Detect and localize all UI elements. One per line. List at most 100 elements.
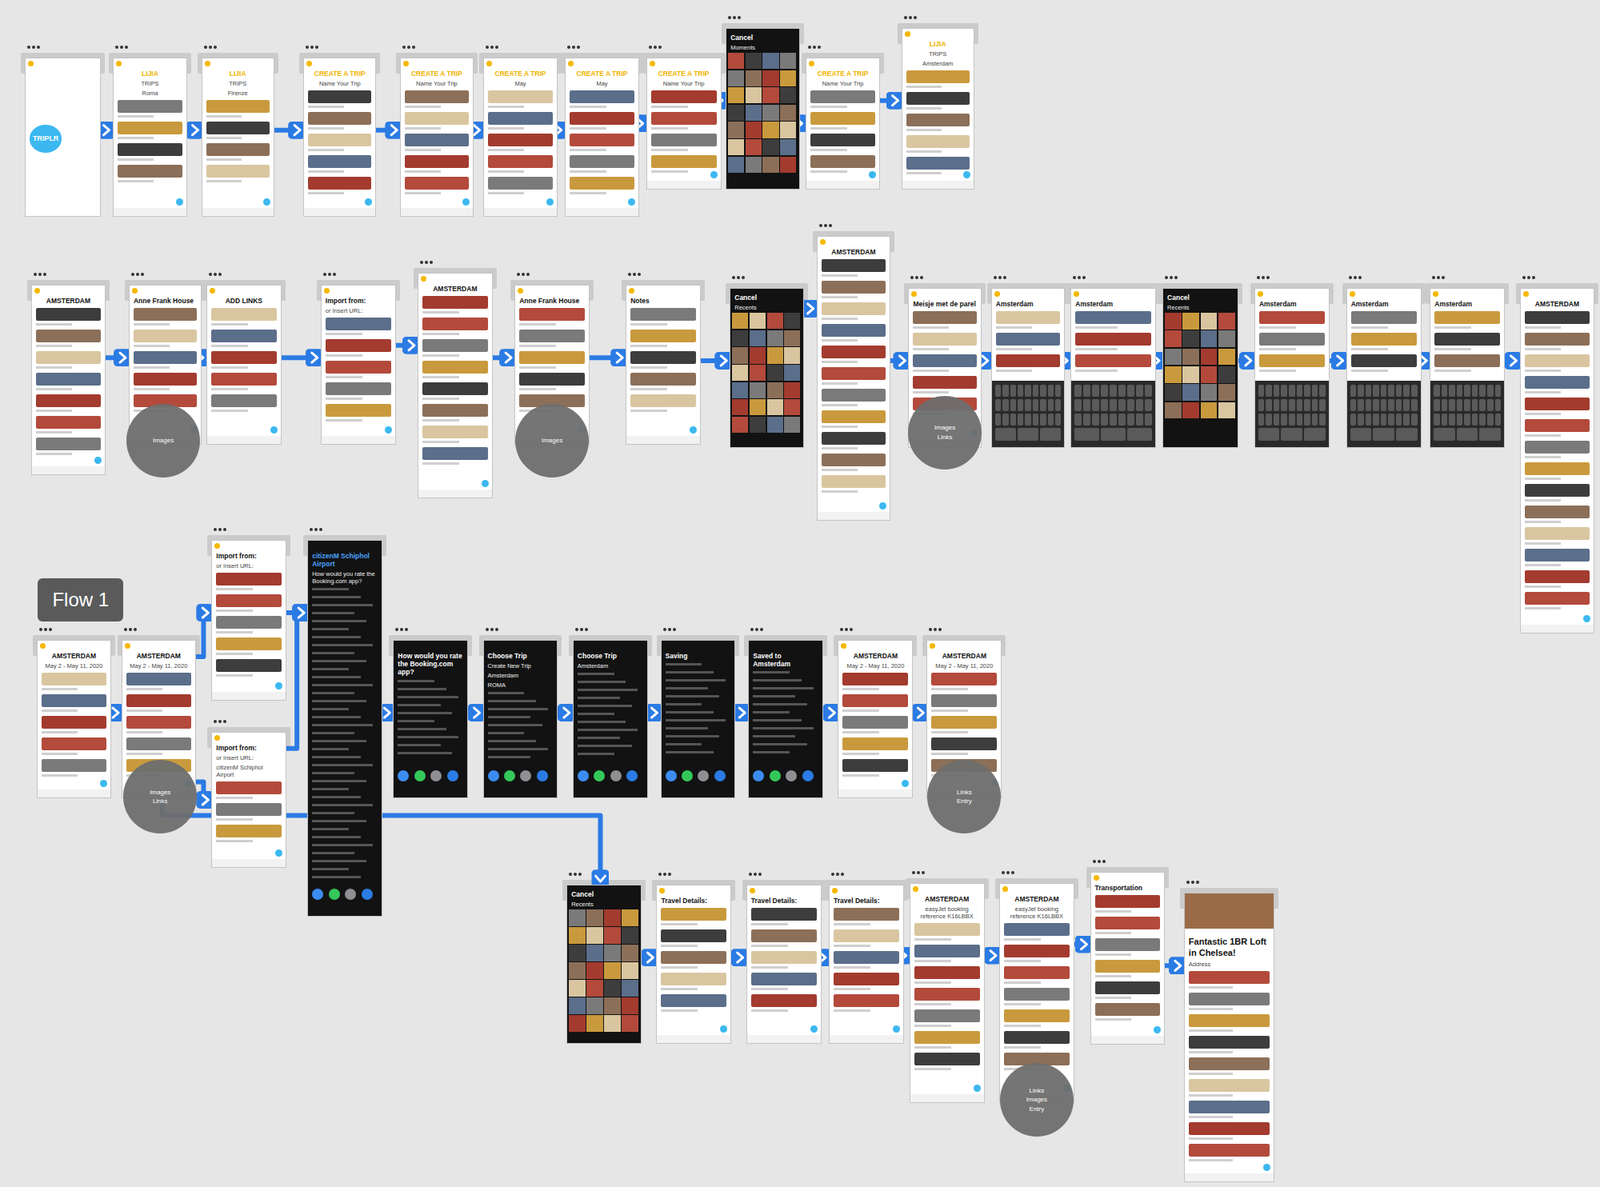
- avatar-dot: [324, 288, 330, 294]
- sheet-line: [665, 727, 708, 730]
- menu-dot: [115, 45, 119, 49]
- key: [1258, 399, 1265, 412]
- menu-dot: [1353, 276, 1357, 280]
- card-image: [1004, 1031, 1070, 1044]
- sheet-line: [488, 700, 537, 703]
- card-image: [821, 324, 887, 337]
- menu-dot: [1348, 276, 1352, 280]
- photo-thumb: [784, 399, 800, 416]
- share-icon: [593, 770, 605, 782]
- card-image: [821, 345, 887, 359]
- text-column: AMSTERDAMMay 2 - May 11, 2020: [37, 640, 111, 670]
- photo-thumb: [762, 156, 779, 173]
- menu-dot: [916, 871, 920, 875]
- add-button: [100, 780, 108, 788]
- screen-text: May: [488, 80, 554, 88]
- card-line: [1188, 1029, 1233, 1032]
- screen-title: Images: [149, 788, 171, 797]
- card-line: [41, 731, 78, 734]
- prototype-link: [285, 612, 308, 749]
- card-line: [751, 988, 788, 991]
- avatar-dot: [929, 643, 936, 649]
- phone-screen: Travel Details:: [747, 885, 821, 1043]
- card-line: [931, 752, 968, 756]
- card-line: [422, 440, 460, 444]
- card-line: [1259, 326, 1296, 329]
- card-image: [1095, 981, 1161, 995]
- screen-title: LIJIA: [206, 69, 270, 78]
- menu-dot: [584, 628, 588, 632]
- avatar-dot: [820, 239, 826, 245]
- key: [1092, 399, 1100, 412]
- menu-dot: [404, 628, 408, 632]
- card-image: [211, 351, 277, 364]
- screen-text: Name Your Trip: [651, 80, 717, 88]
- menu-dot: [131, 272, 135, 276]
- card-image: [216, 637, 282, 651]
- screen-title: AMSTERDAM: [821, 248, 887, 256]
- card-image: [821, 475, 887, 488]
- screen-text: Name Your Trip: [404, 80, 468, 88]
- sheet-line: [577, 688, 638, 692]
- card-line: [404, 127, 441, 130]
- photo-thumb: [1164, 384, 1182, 401]
- screen-art: [626, 285, 700, 444]
- card-line: [216, 840, 253, 843]
- sheet-line: [577, 704, 632, 708]
- photo-thumb: [1200, 312, 1218, 330]
- card-line: [216, 818, 253, 821]
- text-column: CREATE A TRIPName Your Trip: [806, 58, 880, 88]
- card-line: [308, 148, 344, 152]
- card-line: [821, 447, 858, 450]
- photo-thumb: [568, 927, 585, 944]
- menu-dot: [824, 224, 828, 228]
- sheet-line: [752, 727, 813, 730]
- photo-thumb: [621, 997, 638, 1014]
- phone-screen: CancelRecents: [730, 288, 804, 448]
- menu-dot: [840, 628, 844, 632]
- screen-art: [1520, 288, 1595, 633]
- card-line: [1188, 1051, 1233, 1054]
- screen-art: [1163, 288, 1238, 448]
- photo-thumb: [728, 139, 744, 156]
- card-image: [1004, 944, 1070, 958]
- photo-thumb: [586, 997, 603, 1014]
- card-image: [821, 302, 887, 316]
- photo-thumb: [621, 944, 638, 961]
- screen-text: Entry: [1029, 1105, 1045, 1114]
- key: [1372, 413, 1380, 426]
- prototype-link: [984, 953, 1000, 959]
- card-image: [133, 351, 197, 364]
- photo-thumb: [745, 87, 762, 104]
- card-line: [821, 274, 858, 277]
- photo-thumb: [780, 156, 796, 173]
- photo-thumb: [784, 312, 800, 329]
- key: [1280, 413, 1288, 426]
- photo-thumb: [780, 70, 796, 87]
- text-column: CancelRecents: [1163, 288, 1238, 312]
- prototype-link: [375, 128, 401, 133]
- photo-thumb: [784, 382, 800, 399]
- tab-bar: [37, 789, 111, 798]
- tab-bar: [418, 489, 492, 498]
- card-image: [1434, 354, 1500, 368]
- screen-title: CREATE A TRIP: [404, 69, 468, 78]
- card-line: [1004, 1003, 1041, 1006]
- card-image: [216, 594, 282, 608]
- sheet-line: [752, 719, 802, 722]
- prototype-link: [472, 128, 484, 133]
- key: [1479, 399, 1486, 412]
- prototype-link: [100, 128, 114, 133]
- key: [1365, 413, 1372, 426]
- menu-dot: [323, 272, 327, 276]
- card-line: [1524, 434, 1562, 437]
- add-button: [481, 480, 489, 488]
- card-line: [630, 409, 668, 412]
- tab-bar: [656, 1035, 731, 1044]
- key: [1144, 413, 1152, 426]
- card-line: [1524, 477, 1562, 480]
- key: [1472, 399, 1479, 412]
- sheet-line: [397, 752, 452, 755]
- card-line: [1524, 585, 1562, 588]
- photo-thumb: [767, 364, 784, 381]
